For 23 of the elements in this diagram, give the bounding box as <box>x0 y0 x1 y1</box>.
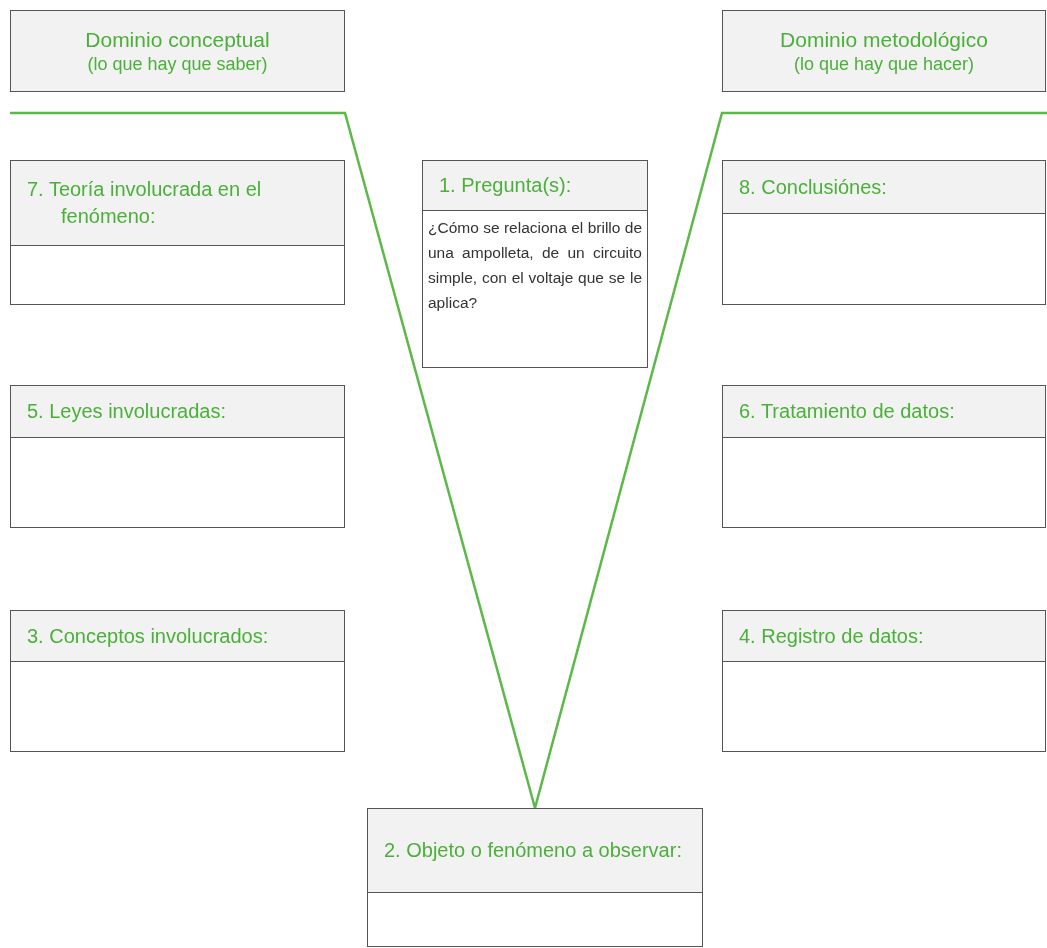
section-header: 5. Leyes involucradas: <box>11 386 344 438</box>
domain-box <box>722 10 1046 92</box>
section-box <box>722 385 1046 528</box>
domain-title: Dominio conceptual <box>85 26 270 53</box>
section-header: 1. Pregunta(s): <box>423 161 647 211</box>
section-box <box>10 385 345 528</box>
section-header: 6. Tratamiento de datos: <box>723 386 1045 438</box>
question-text: ¿Cómo se relaciona el brillo de una ampolleta, de un circuito simple, con el voltaje que se le aplica? <box>427 218 643 313</box>
section-box <box>722 610 1046 752</box>
section-header: 2. Objeto o fenómeno a observar: <box>368 809 702 893</box>
section-header: 3. Conceptos involucrados: <box>11 611 344 662</box>
domain-title: Dominio metodológico <box>780 26 988 53</box>
section-box <box>722 160 1046 305</box>
section-box <box>10 160 345 305</box>
section-box <box>367 808 703 947</box>
section-box <box>10 610 345 752</box>
section-header: 4. Registro de datos: <box>723 611 1045 662</box>
section-box <box>422 160 648 368</box>
domain-subtitle: (lo que hay que hacer) <box>793 52 975 76</box>
domain-box <box>10 10 345 92</box>
section-header: 7. Teoría involucrada en el fenómeno: <box>11 161 344 246</box>
section-header: 8. Conclusiónes: <box>723 161 1045 214</box>
domain-subtitle: (lo que hay que saber) <box>87 52 268 76</box>
